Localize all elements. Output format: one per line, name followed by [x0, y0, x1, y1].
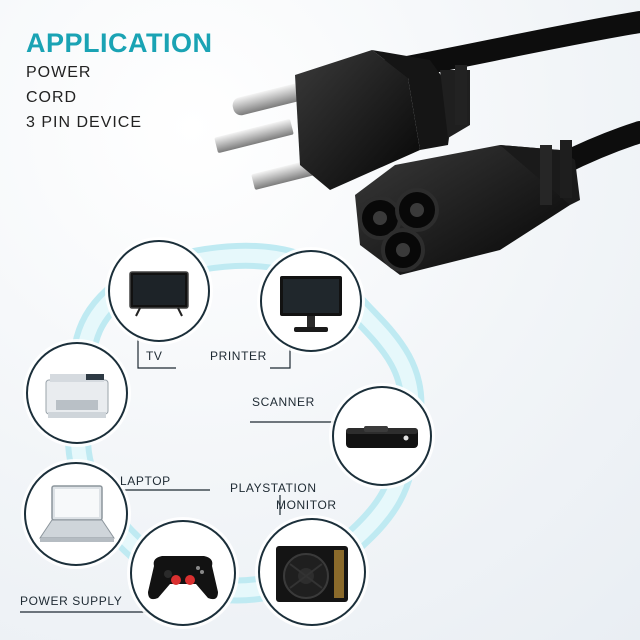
subtitle-line-cord: CORD: [26, 89, 78, 106]
label-laptop: LAPTOP: [120, 474, 171, 488]
label-printer: PRINTER: [210, 349, 267, 363]
tv-icon: [129, 271, 189, 317]
device-circle-tv: [108, 240, 210, 342]
laptop-icon: [39, 485, 115, 542]
subtitle-line-device: 3 PIN DEVICE: [26, 114, 143, 131]
page-title: APPLICATION: [26, 28, 213, 58]
label-monitor: MONITOR: [276, 498, 337, 512]
label-connectors: [20, 322, 345, 613]
scanner-icon: [346, 426, 418, 448]
device-circle-gamepad: [130, 520, 236, 626]
device-circle-scanner: [332, 386, 432, 486]
label-tv: TV: [146, 349, 163, 363]
subtitle-line-power: POWER: [26, 64, 92, 81]
device-circle-laptop: [24, 462, 128, 566]
device-circle-printer: [26, 342, 128, 444]
cloverleaf-connector: [355, 140, 580, 275]
label-power-supply: POWER SUPPLY: [20, 594, 123, 608]
monitor-icon: [280, 276, 342, 332]
plug-head: [295, 50, 470, 190]
gamepad-icon: [148, 556, 218, 600]
device-circle-monitor: [260, 250, 362, 352]
label-playstation: PLAYSTATION: [230, 481, 317, 495]
printer-icon: [45, 374, 109, 418]
device-circle-power-supply: [258, 518, 366, 626]
power-supply-icon: [276, 546, 348, 602]
label-scanner: SCANNER: [252, 395, 315, 409]
